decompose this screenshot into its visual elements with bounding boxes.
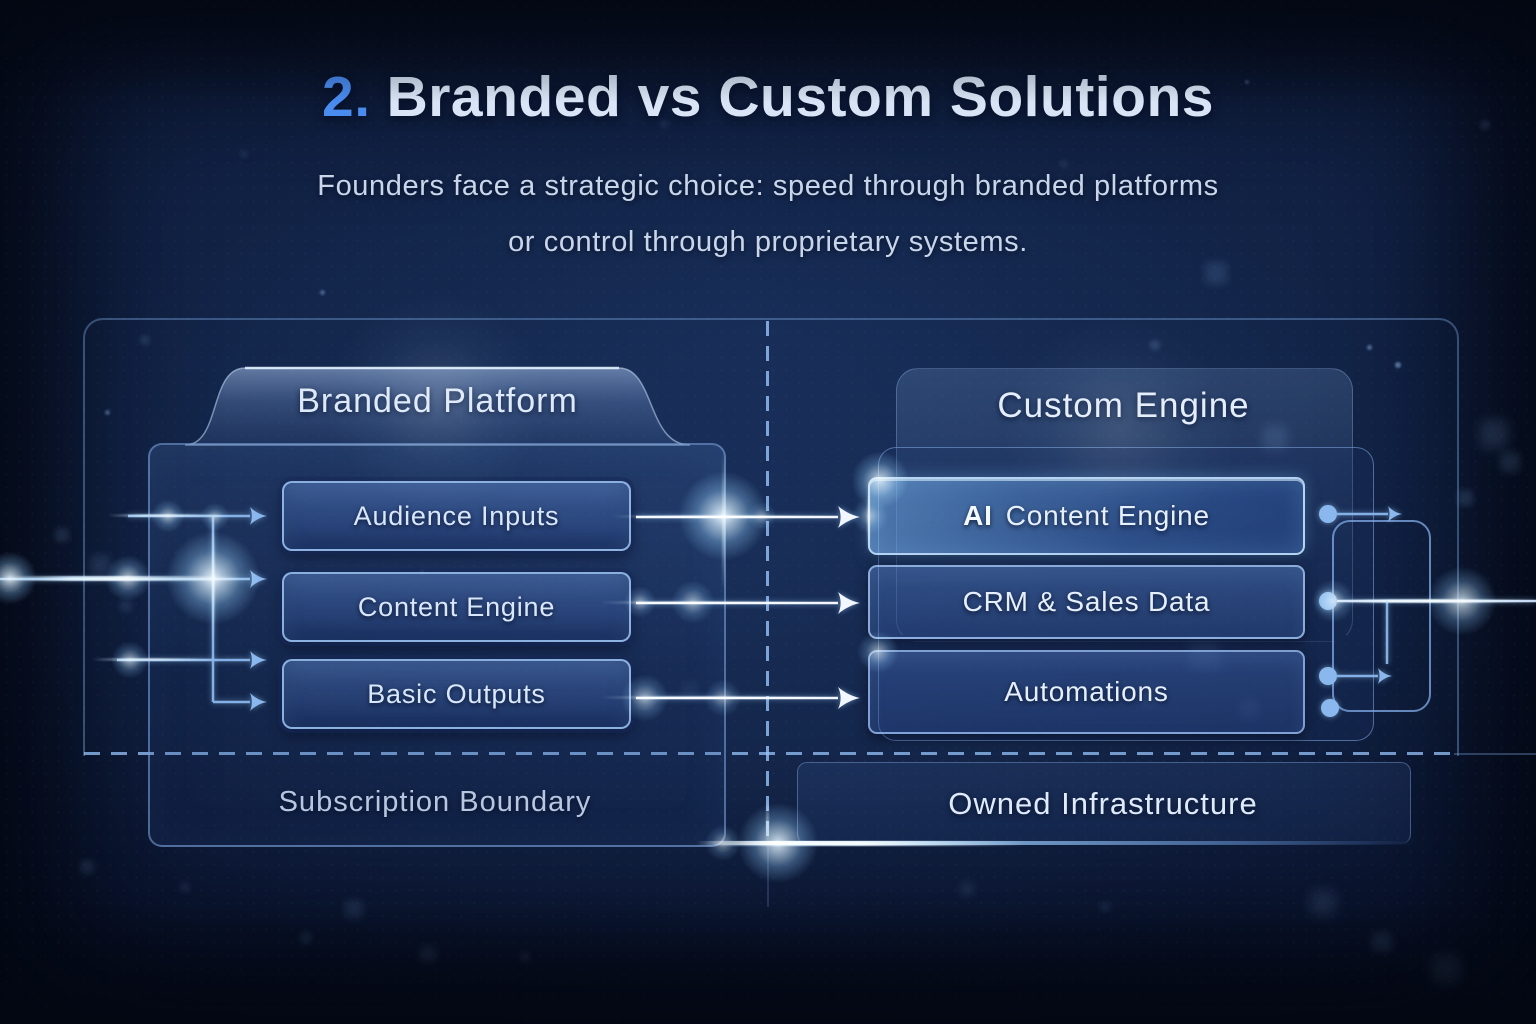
left-panel-footer: Subscription Boundary (278, 786, 592, 818)
node-label: Content Engine (1005, 500, 1210, 531)
node-label: Content Engine (357, 591, 556, 622)
node-crm-sales-data: CRM & Sales Data (868, 565, 1305, 639)
subtitle-line-1: Founders face a strategic choice: speed … (317, 170, 1219, 202)
title-text: Branded vs Custom Solutions (386, 65, 1214, 129)
node-label: CRM & Sales Data (962, 586, 1211, 617)
left-panel-title: Branded Platform (297, 382, 578, 420)
node-label: Basic Outputs (367, 678, 546, 709)
horizontal-divider-extension (1454, 753, 1536, 755)
vertical-divider-extension (767, 845, 769, 907)
node-automations: Automations (868, 650, 1305, 734)
title-number: 2. (322, 65, 371, 129)
node-label: Audience Inputs (353, 500, 560, 531)
subtitle-line-2: or control through proprietary systems. (508, 226, 1028, 258)
right-connector-loop (1332, 520, 1431, 712)
node-label: Automations (1004, 676, 1169, 707)
node-label-bold: AI (963, 500, 993, 531)
node-ai-content-engine: AI Content Engine (868, 477, 1305, 555)
owned-panel-glow-underline (698, 841, 1416, 845)
page-title: 2.Branded vs Custom Solutions (0, 64, 1536, 130)
node-basic-outputs: Basic Outputs (282, 659, 631, 729)
right-panel-footer: Owned Infrastructure (948, 786, 1258, 821)
node-audience-inputs: Audience Inputs (282, 481, 631, 551)
vertical-dashed-divider (766, 321, 769, 843)
right-panel-title: Custom Engine (997, 386, 1250, 425)
node-content-engine: Content Engine (282, 572, 631, 642)
